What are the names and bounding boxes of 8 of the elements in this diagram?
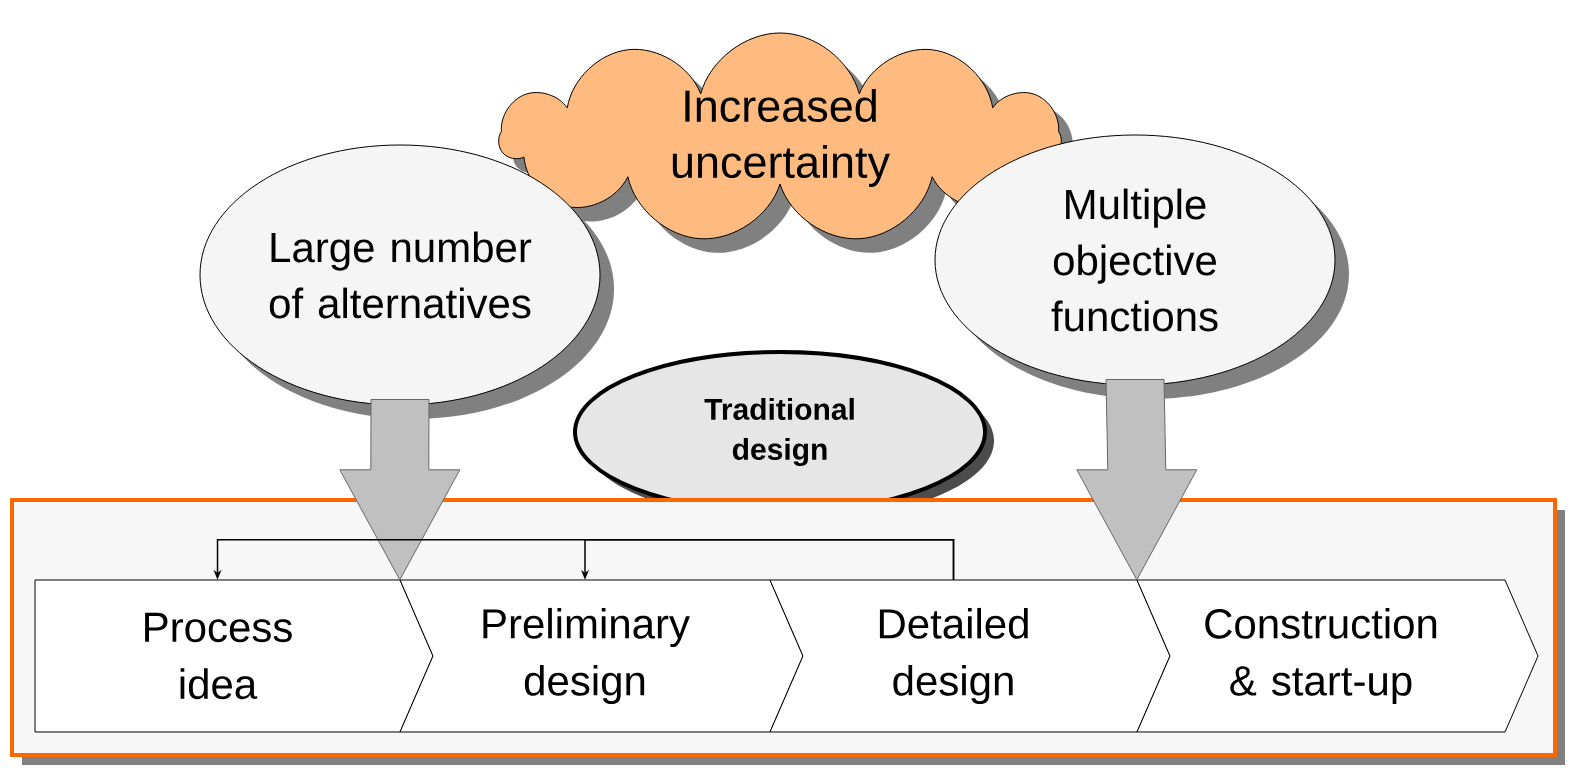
ellipse-bubble: Multiple objective functions: [934, 134, 1349, 399]
block-arrow: [1076, 379, 1198, 581]
chevron-step: Process idea: [34, 579, 434, 733]
chevron-step: Preliminary design: [399, 579, 804, 733]
chevron-step: Detailed design: [769, 579, 1171, 733]
ellipse-bubble: Large number of alternatives: [199, 144, 614, 419]
chevron-step: Construction & start-up: [1136, 579, 1539, 733]
block-arrow: [339, 399, 461, 581]
